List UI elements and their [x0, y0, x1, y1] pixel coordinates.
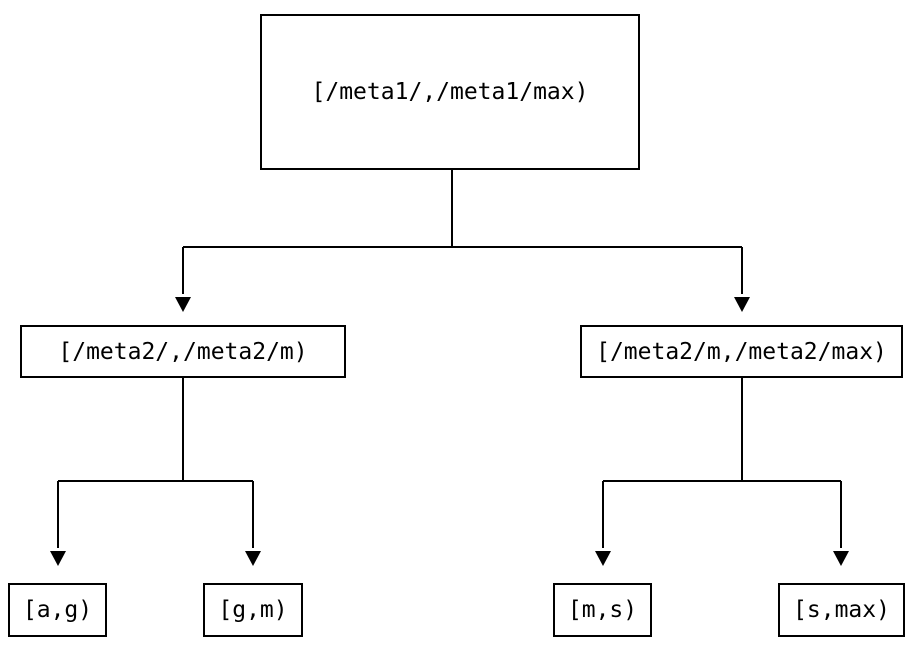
- tree-leaf-ag: [a,g): [8, 583, 107, 637]
- tree-leaf-smax: [s,max): [778, 583, 905, 637]
- tree-leaf-gm: [g,m): [203, 583, 303, 637]
- tree-node-meta2-high: [/meta2/m,/meta2/max): [580, 325, 903, 378]
- tree-leaf-gm-label: [g,m): [218, 597, 288, 623]
- arrowhead-down-icon: [245, 551, 261, 566]
- tree-leaf-ag-label: [a,g): [22, 597, 93, 623]
- tree-node-meta2-high-label: [/meta2/m,/meta2/max): [596, 338, 887, 365]
- arrowhead-down-icon: [50, 551, 66, 566]
- arrowhead-down-icon: [175, 297, 191, 312]
- tree-node-root-label: [/meta1/,/meta1/max): [311, 79, 589, 105]
- tree-leaf-ms: [m,s): [553, 583, 652, 637]
- edge-right-children: [595, 378, 849, 566]
- tree-node-meta2-low: [/meta2/,/meta2/m): [20, 325, 346, 378]
- edge-left-children: [50, 378, 261, 566]
- edge-root-children: [175, 170, 750, 312]
- tree-node-root: [/meta1/,/meta1/max): [260, 14, 640, 170]
- arrowhead-down-icon: [734, 297, 750, 312]
- arrowhead-down-icon: [833, 551, 849, 566]
- tree-leaf-smax-label: [s,max): [793, 597, 890, 623]
- tree-node-meta2-low-label: [/meta2/,/meta2/m): [58, 338, 308, 365]
- tree-leaf-ms-label: [m,s): [567, 597, 638, 623]
- arrowhead-down-icon: [595, 551, 611, 566]
